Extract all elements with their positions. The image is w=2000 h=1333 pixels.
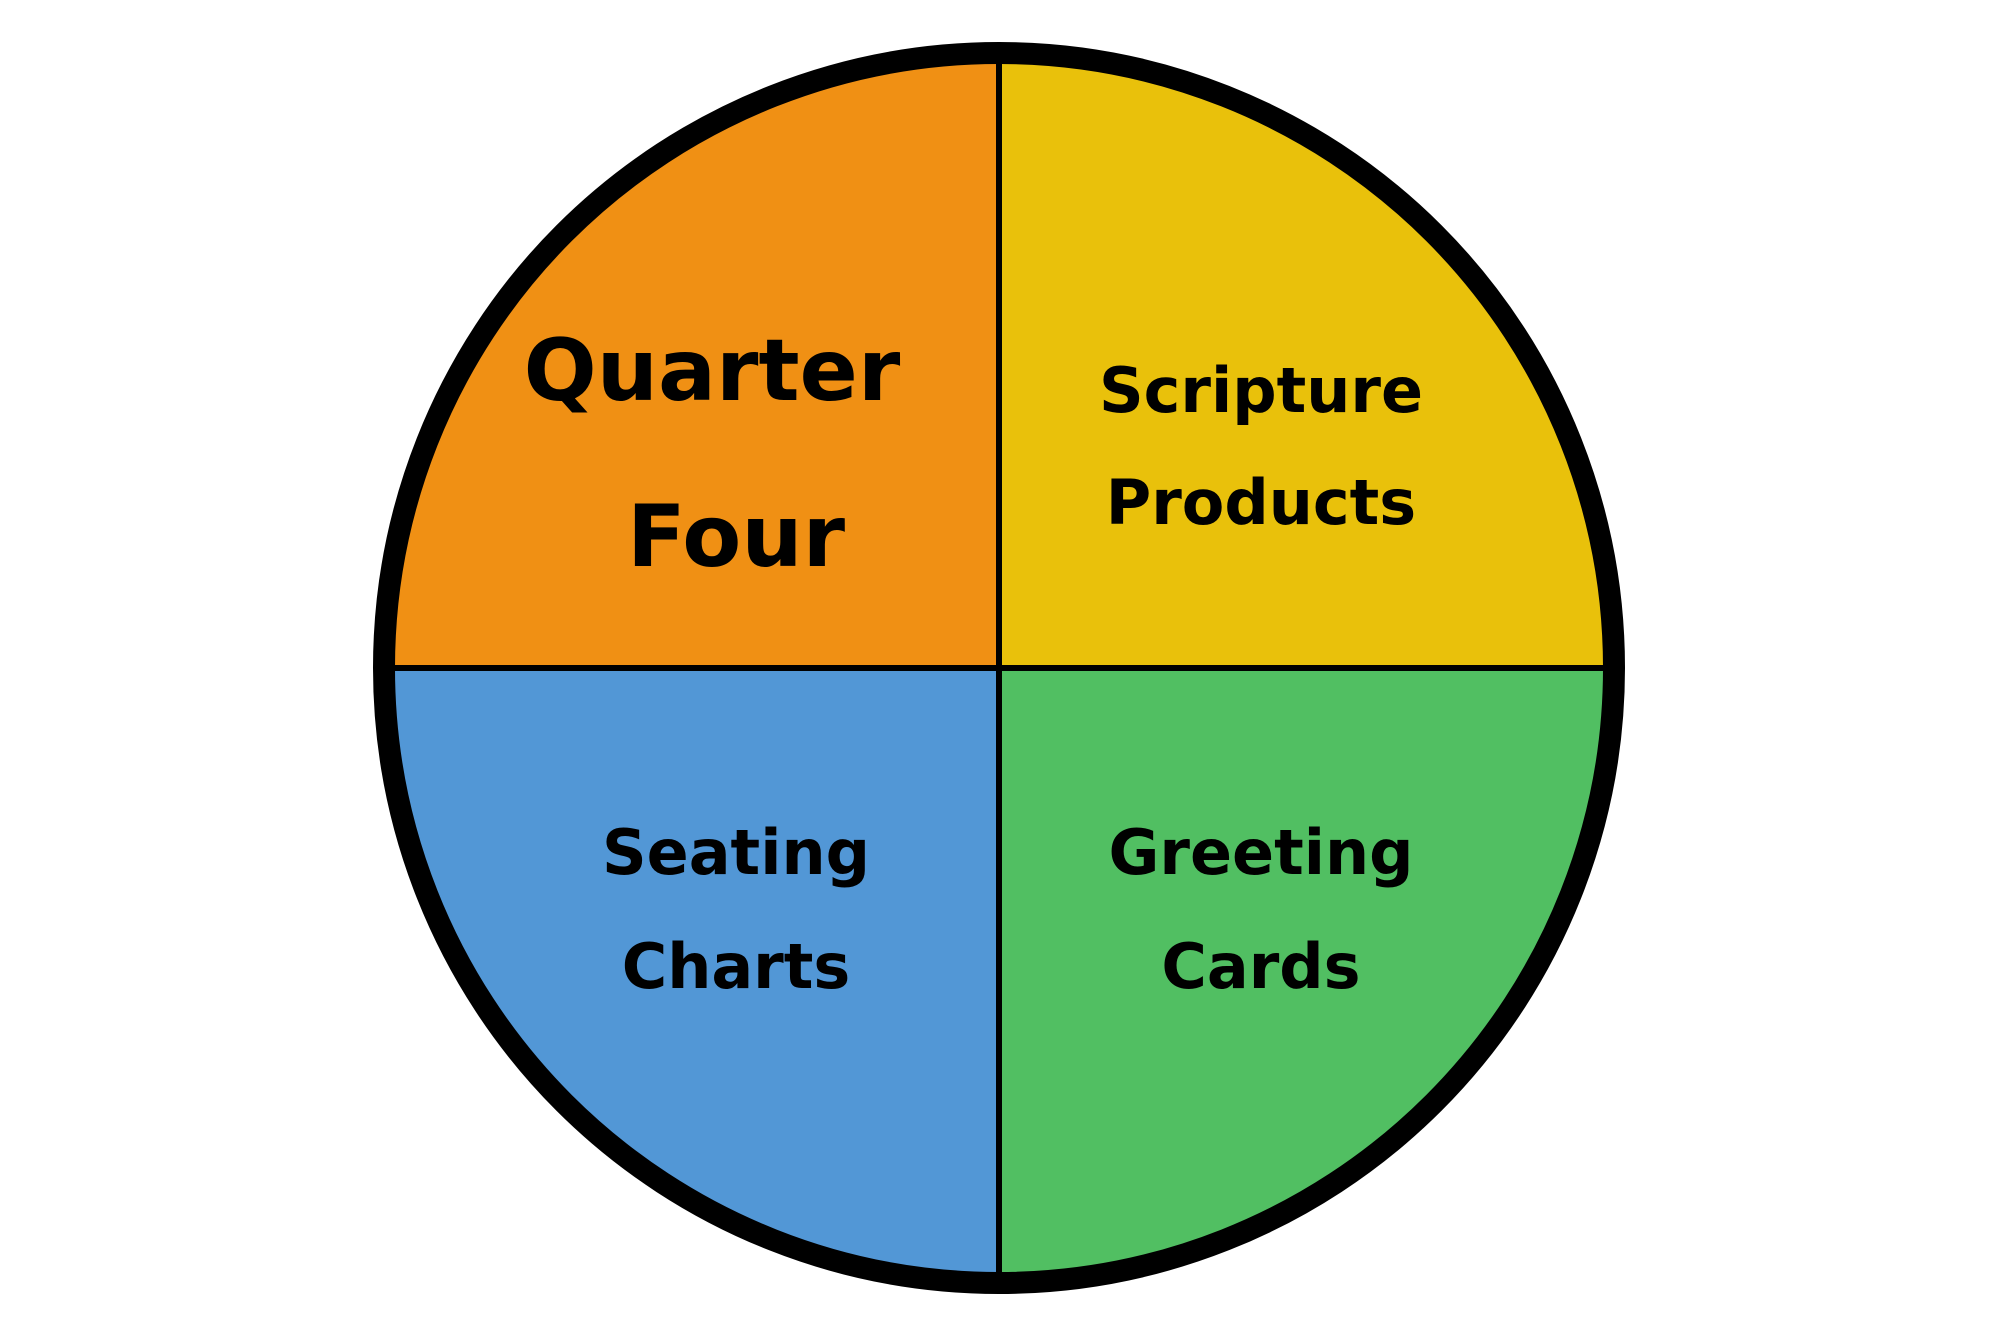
quadrant-seating-charts	[389, 668, 999, 1278]
label-greeting-line1: Greeting	[1109, 816, 1414, 889]
quadrant-greeting-cards	[999, 668, 1609, 1278]
label-quarter-line2: Four	[627, 487, 846, 587]
label-seating-line2: Charts	[622, 930, 851, 1003]
quadrant-scripture-products	[999, 58, 1609, 668]
label-scripture-line1: Scripture	[1099, 354, 1423, 427]
label-scripture-line2: Products	[1106, 466, 1416, 539]
label-quarter-line1: Quarter	[524, 321, 901, 421]
label-seating-line1: Seating	[602, 816, 870, 889]
label-greeting-line2: Cards	[1161, 930, 1360, 1003]
quadrant-quarter-four	[389, 58, 999, 668]
outer-ring	[373, 42, 1625, 1294]
